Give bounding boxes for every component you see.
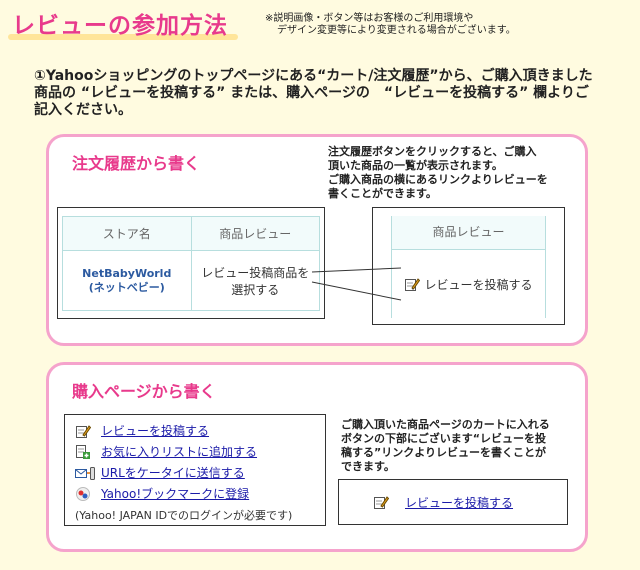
add-list-icon <box>75 444 91 460</box>
caption-line: できます。 <box>341 460 395 473</box>
order-history-table-box: ストア名 商品レビュー NetBabyWorld (ネットベビー) レビュー投稿… <box>57 207 325 319</box>
review-select-line1: レビュー投稿商品を <box>201 265 310 280</box>
caption-line: 稿する”リンクよりレビューを書くことが <box>341 446 547 459</box>
page-title: レビューの参加方法 <box>12 13 228 39</box>
review-select-line2: 選択する <box>231 282 280 297</box>
store-name: NetBabyWorld <box>82 266 172 280</box>
mail-phone-icon <box>75 465 95 481</box>
header-note-line1: ※説明画像・ボタン等はお客様のご利用環境や <box>265 13 474 24</box>
title-underline <box>8 34 238 40</box>
bookmark-icon <box>75 486 91 502</box>
purchase-zoom-box: レビューを投稿する <box>338 479 568 525</box>
caption-line: ご購入頂いた商品ページのカートに入れる <box>341 418 550 431</box>
caption-line: ボタンの下部にございます“レビューを投 <box>341 432 547 445</box>
column-header-review: 商品レビュー <box>190 216 320 251</box>
purchase-link-row-mobile: URLをケータイに送信する <box>75 462 315 483</box>
yahoo-bookmark-link[interactable]: Yahoo!ブックマークに登録 <box>101 487 250 501</box>
review-post-link[interactable]: レビューを投稿する <box>101 424 210 438</box>
pencil-note-icon <box>373 494 390 510</box>
store-name-cell: NetBabyWorld (ネットベビー) <box>62 250 192 311</box>
caption-line: 頂いた商品の一覧が表示されます。 <box>328 159 503 172</box>
caption-line: 注文履歴ボタンをクリックすると、ご購入 <box>328 145 537 158</box>
zoom-review-link[interactable]: レビューを投稿する <box>424 277 533 292</box>
login-note: (Yahoo! JAPAN IDでのログインが必要です) <box>75 508 293 522</box>
login-note-row: (Yahoo! JAPAN IDでのログインが必要です) <box>75 504 315 525</box>
zoom-table: 商品レビュー レビューを投稿する <box>391 216 546 318</box>
pencil-note-icon <box>404 276 421 292</box>
header-note: ※説明画像・ボタン等はお客様のご利用環境や デザイン変更等により変更される場合が… <box>265 13 516 37</box>
pencil-note-icon <box>75 423 92 439</box>
order-history-zoom-box: 商品レビュー レビューを投稿する <box>372 207 565 325</box>
send-url-link[interactable]: URLをケータイに送信する <box>101 466 245 480</box>
caption-line: 書くことができます。 <box>328 187 437 200</box>
intro-text: ①Yahooショッピングのトップページにある“カート/注文履歴”から、ご購入頂き… <box>34 68 593 118</box>
store-name-kana: (ネットベビー) <box>88 280 165 294</box>
order-history-caption: 注文履歴ボタンをクリックすると、ご購入 頂いた商品の一覧が表示されます。 ご購入… <box>328 145 583 201</box>
header-note-line2: デザイン変更等により変更される場合がございます。 <box>277 25 516 36</box>
zoom-column-header: 商品レビュー <box>392 216 545 250</box>
zoom-review-post-link[interactable]: レビューを投稿する <box>405 495 514 510</box>
review-cell[interactable]: レビュー投稿商品を 選択する <box>190 250 320 311</box>
purchase-links-box: レビューを投稿する お気に入りリストに追加する URLをケータイに送信する Ya… <box>64 414 326 526</box>
caption-line: ご購入商品の横にあるリンクよりレビューを <box>328 173 548 186</box>
purchase-link-row-review: レビューを投稿する <box>75 420 315 441</box>
table-row: NetBabyWorld (ネットベビー) レビュー投稿商品を 選択する <box>62 250 320 311</box>
column-header-store: ストア名 <box>62 216 192 251</box>
order-history-title: 注文履歴から書く <box>72 154 201 173</box>
purchase-page-title: 購入ページから書く <box>72 382 216 401</box>
favorite-list-link[interactable]: お気に入りリストに追加する <box>101 445 258 459</box>
purchase-link-row-favorite: お気に入りリストに追加する <box>75 441 315 462</box>
zoom-review-row: レビューを投稿する <box>392 250 545 318</box>
order-history-table: ストア名 商品レビュー NetBabyWorld (ネットベビー) レビュー投稿… <box>62 216 320 311</box>
purchase-link-row-bookmark: Yahoo!ブックマークに登録 <box>75 483 315 504</box>
purchase-page-caption: ご購入頂いた商品ページのカートに入れる ボタンの下部にございます“レビューを投 … <box>341 418 581 474</box>
